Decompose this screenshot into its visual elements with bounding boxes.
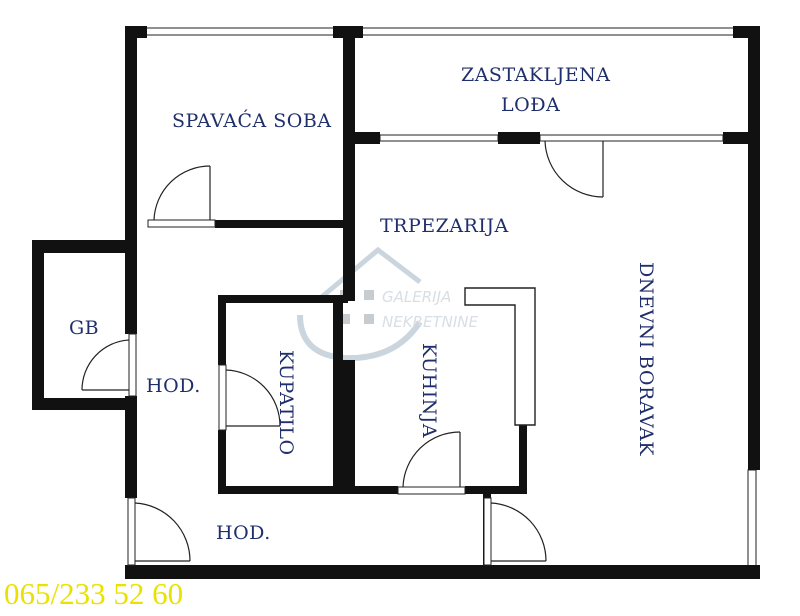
door-swing-arc xyxy=(402,431,461,488)
label-gb: GB xyxy=(69,317,99,339)
door-frame xyxy=(127,497,136,566)
wall-bedroom-right xyxy=(343,26,355,301)
wall-gb-left xyxy=(32,240,44,410)
wall-kitchen-right xyxy=(519,425,527,494)
label-dining: TRPEZARIJA xyxy=(380,215,509,237)
label-loggia-line1: ZASTAKLJENA xyxy=(461,64,610,86)
door-swing-arc xyxy=(225,369,281,427)
window-bedroom xyxy=(144,27,336,36)
door-loggia[interactable] xyxy=(544,140,604,198)
door-swing-arc xyxy=(81,339,130,391)
window-living-right xyxy=(747,469,757,573)
wall-gb-bottom xyxy=(32,398,137,410)
window-loggia xyxy=(361,27,738,36)
door-kitchen[interactable] xyxy=(397,431,466,495)
door-frame xyxy=(483,497,492,566)
door-swing-arc xyxy=(153,165,211,221)
wall-gb-right xyxy=(125,244,137,334)
door-frame xyxy=(218,364,227,431)
label-kitchen: KUHINJA xyxy=(418,343,440,438)
door-swing-arc xyxy=(490,502,547,562)
door-frame xyxy=(128,333,137,397)
door-living-entry[interactable] xyxy=(483,497,547,566)
watermark-square-icon xyxy=(364,290,374,300)
glazing-loggia-left xyxy=(379,134,499,142)
watermark-square-icon xyxy=(364,314,374,324)
wall-loggia-right xyxy=(723,132,760,144)
wall-gb-top xyxy=(32,240,137,253)
label-loggia-line2: LOĐA xyxy=(501,94,560,116)
wall-kitchen-left xyxy=(343,360,355,494)
watermark-line1: GALERIJA xyxy=(382,288,451,306)
watermark-logo: GALERIJA NEKRETNINE xyxy=(297,246,478,362)
wall-left-lower xyxy=(125,396,137,498)
door-gb[interactable] xyxy=(81,333,137,397)
watermark-line2: NEKRETNINE xyxy=(382,313,478,331)
wall-bath-top xyxy=(218,295,348,303)
wall-left-upper xyxy=(125,26,137,244)
door-frame xyxy=(147,219,216,228)
kitchen-counter xyxy=(464,287,536,426)
walls xyxy=(32,26,760,579)
label-hallway-upper: HOD. xyxy=(146,375,201,397)
glazing-loggia-right xyxy=(539,134,724,142)
wall-bath-right xyxy=(333,295,343,494)
wall-corner xyxy=(748,568,760,579)
wall-bath-bottom xyxy=(218,486,350,494)
wall-loggia-mid xyxy=(498,132,540,144)
door-bedroom[interactable] xyxy=(147,165,216,228)
door-bathroom[interactable] xyxy=(218,364,281,431)
wall-bath-left-lower xyxy=(218,430,226,492)
door-entrance[interactable] xyxy=(127,497,191,566)
door-swing-arc xyxy=(544,140,604,198)
watermark-square-icon xyxy=(340,314,350,324)
wall-loggia-left xyxy=(355,132,380,144)
wall-right xyxy=(748,26,760,470)
wall-kitchen-bottom-right xyxy=(465,486,527,494)
watermark-swoosh-icon xyxy=(297,314,423,362)
label-bedroom: SPAVAĆA SOBA xyxy=(172,109,332,132)
phone-number: 065/233 52 60 xyxy=(4,576,183,611)
watermark-roof-icon xyxy=(316,246,422,302)
label-hallway-lower: HOD. xyxy=(216,522,271,544)
door-frame xyxy=(397,486,466,495)
label-bathroom: KUPATILO xyxy=(275,350,297,456)
wall-bottom xyxy=(125,565,760,579)
wall-bath-left-upper xyxy=(218,295,226,365)
wall-kitchen-bottom-left xyxy=(343,486,398,494)
label-living: DNEVNI BORAVAK xyxy=(635,262,657,456)
door-swing-arc xyxy=(134,502,191,562)
wall-bedroom-bottom xyxy=(215,220,350,228)
